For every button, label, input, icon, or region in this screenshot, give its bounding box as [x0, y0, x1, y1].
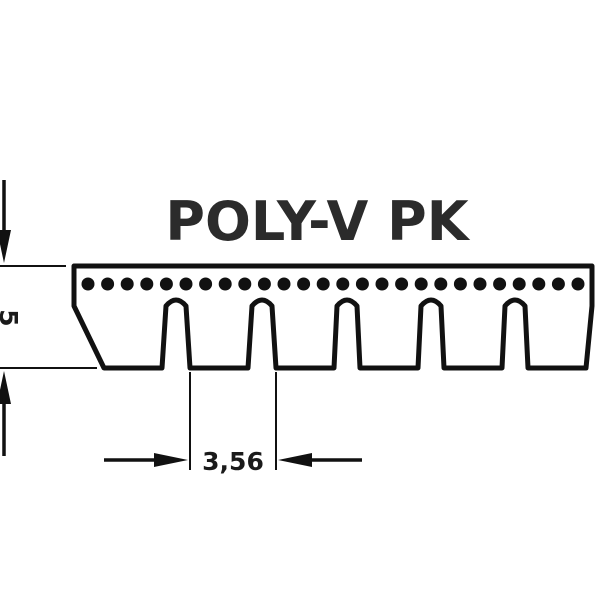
tension-cord — [336, 277, 350, 291]
pitch-dimension-left-arrowhead — [154, 453, 188, 467]
height-dimension-upper-arrowhead — [0, 230, 11, 263]
tension-cord — [257, 277, 271, 291]
tension-cord — [493, 277, 507, 291]
tension-cord — [571, 277, 585, 291]
tension-cord — [101, 277, 115, 291]
belt-cross-section — [71, 263, 595, 371]
tension-cord — [395, 277, 409, 291]
tension-cord — [414, 277, 428, 291]
pitch-dimension: 3,56 — [104, 372, 362, 476]
belt-profile-outline — [71, 263, 595, 371]
tension-cord — [532, 277, 546, 291]
tension-cord — [512, 277, 526, 291]
tension-cord — [159, 277, 173, 291]
tension-cord — [238, 277, 252, 291]
tension-cord — [277, 277, 291, 291]
tension-cords — [81, 277, 585, 291]
tension-cord — [297, 277, 311, 291]
tension-cord — [140, 277, 154, 291]
tension-cord — [120, 277, 134, 291]
tension-cord — [434, 277, 448, 291]
tension-cord — [473, 277, 487, 291]
tension-cord — [199, 277, 213, 291]
tension-cord — [179, 277, 193, 291]
pitch-dimension-right-arrowhead — [278, 453, 312, 467]
diagram-title: POLY-V PK — [165, 190, 470, 253]
tension-cord — [375, 277, 389, 291]
tension-cord — [81, 277, 95, 291]
tension-cord — [551, 277, 565, 291]
height-dimension-lower-arrowhead — [0, 371, 11, 404]
pitch-dimension-label: 3,56 — [202, 447, 264, 476]
tension-cord — [316, 277, 330, 291]
height-dimension: 5 — [0, 180, 97, 456]
height-dimension-label: 5 — [0, 309, 23, 326]
tension-cord — [453, 277, 467, 291]
tension-cord — [355, 277, 369, 291]
tension-cord — [218, 277, 232, 291]
